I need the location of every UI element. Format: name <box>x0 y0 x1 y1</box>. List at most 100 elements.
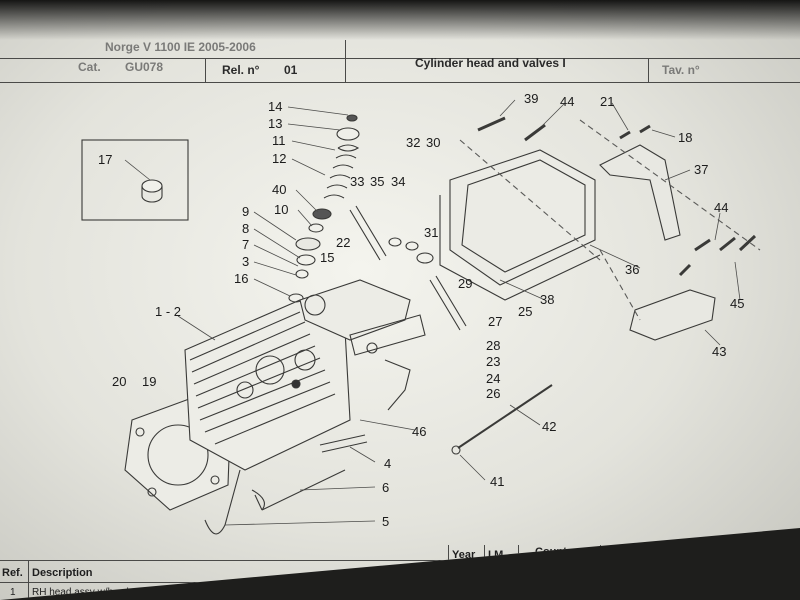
part-33 <box>388 237 402 247</box>
callout-25: 25 <box>518 304 532 319</box>
head-fins <box>189 311 336 445</box>
head-port-2 <box>294 349 316 371</box>
callout-11: 11 <box>272 133 286 148</box>
part-17-body <box>141 186 163 203</box>
col-divider-im <box>484 545 485 600</box>
cover-gasket-38 <box>439 195 601 301</box>
header-divider-2 <box>345 40 346 82</box>
col-header-ref: Ref. <box>2 567 23 579</box>
callout-36: 36 <box>625 262 639 277</box>
pushrod-27 <box>429 275 467 331</box>
model-title: Norge V 1100 IE 2005-2006 <box>105 40 256 54</box>
col-divider-ref <box>28 560 29 600</box>
callouts: 14 13 11 12 40 10 9 8 7 3 16 15 22 33 35… <box>98 91 744 529</box>
col-divider-code <box>668 545 669 600</box>
callout-13: 13 <box>268 116 282 131</box>
callout-23: 23 <box>486 354 500 369</box>
col-header-version: Version <box>612 545 652 557</box>
callout-44-right: 44 <box>714 200 728 215</box>
inset-box <box>81 139 189 221</box>
callout-10: 10 <box>274 202 288 217</box>
callout-21: 21 <box>600 94 614 109</box>
bolts-21 <box>619 124 651 140</box>
cat-value: GU078 <box>125 60 164 74</box>
callout-39: 39 <box>524 91 538 106</box>
part-35 <box>405 241 419 251</box>
col-divider-year <box>448 545 449 600</box>
col-header-code: Code <box>688 542 716 554</box>
row-1-code: 05022130 <box>680 561 725 572</box>
bolt-39 <box>477 116 506 132</box>
callout-7: 7 <box>242 237 249 252</box>
callout-32: 32 <box>406 135 420 150</box>
callout-14: 14 <box>268 99 282 114</box>
gasket-bore <box>147 424 209 486</box>
ref-label: Rel. n° <box>222 63 260 77</box>
guide-lines <box>459 119 761 321</box>
row-2-code: 05022132 <box>680 574 725 585</box>
part-14 <box>346 114 358 122</box>
callout-37: 37 <box>694 162 708 177</box>
callout-19: 19 <box>142 374 156 389</box>
callout-29: 29 <box>458 276 472 291</box>
row-2-country: - <box>556 579 560 590</box>
valve-spring <box>323 144 360 199</box>
callout-16: 16 <box>234 271 248 286</box>
cover-43 <box>629 289 716 341</box>
row-2-qty: 1 <box>742 572 748 583</box>
rocker-arm <box>349 314 426 356</box>
callout-1-2: 1 - 2 <box>155 304 181 319</box>
valve-cover-inner <box>461 159 586 273</box>
gasket-hole-1 <box>135 427 145 437</box>
col-divider-qty <box>735 545 736 600</box>
callout-9: 9 <box>242 204 249 219</box>
callout-12: 12 <box>272 151 286 166</box>
callout-6: 6 <box>382 480 389 495</box>
cat-label: Cat. <box>78 60 101 74</box>
header-top-line <box>0 58 800 59</box>
row-1-im: - <box>496 569 500 580</box>
part-10 <box>308 223 324 233</box>
leader-lines <box>124 99 741 526</box>
rocker-shaft <box>349 205 387 261</box>
rocker-support <box>299 279 411 341</box>
tav-label: Tav. n° <box>662 63 700 77</box>
part-13 <box>336 127 360 141</box>
valve-cover <box>449 149 596 286</box>
row-1-qty: 1 <box>742 559 748 570</box>
callout-3: 3 <box>242 254 249 269</box>
row-3-code: 05022230 <box>680 587 725 598</box>
callout-8: 8 <box>242 221 249 236</box>
row-1-ref: 1 <box>10 587 16 598</box>
row-3-qty: 1 <box>742 585 748 596</box>
callout-46: 46 <box>412 424 426 439</box>
callout-38: 38 <box>540 292 554 307</box>
col-divider-version <box>600 545 601 600</box>
part-17 <box>141 179 163 193</box>
callout-24: 24 <box>486 371 500 386</box>
callout-5: 5 <box>382 514 389 529</box>
row-1-country: - <box>556 567 560 578</box>
part-3 <box>295 269 309 279</box>
table-header-top-line <box>0 560 760 561</box>
callout-22: 22 <box>336 235 350 250</box>
row-3-version: M3 <box>622 588 636 599</box>
gasket-hole-4 <box>147 487 157 497</box>
rocker-bush <box>304 294 326 316</box>
head-port-3 <box>236 381 254 399</box>
gasket-hole-3 <box>210 475 220 485</box>
col-header-country: Country <box>535 546 578 558</box>
part-40 <box>312 208 332 220</box>
callout-28: 28 <box>486 338 500 353</box>
part-24-26 <box>384 359 411 411</box>
head-hole <box>291 379 301 389</box>
nut-41 <box>451 445 461 455</box>
callout-26: 26 <box>486 386 500 401</box>
row-2-im: - <box>496 581 500 592</box>
callout-15: 15 <box>320 250 334 265</box>
callout-34: 34 <box>391 174 405 189</box>
callout-17: 17 <box>98 152 112 167</box>
page-title: Cylinder head and valves I <box>415 56 566 70</box>
callout-18: 18 <box>678 130 692 145</box>
